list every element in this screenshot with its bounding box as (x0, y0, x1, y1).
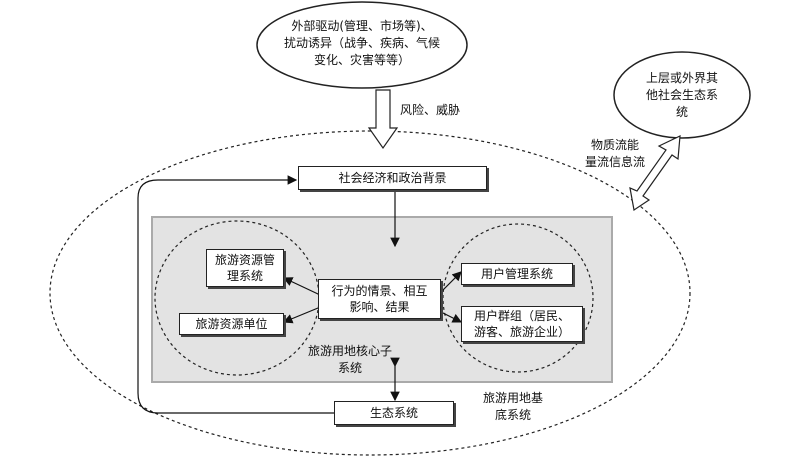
core-subsystem-line1: 旅游用地核心子 (307, 344, 392, 358)
tourism-mgmt-box: 旅游资源管 理系统 (206, 249, 284, 287)
flow-label-line2: 量流信息流 (584, 155, 645, 169)
feedback-loop (137, 175, 334, 414)
base-subsystem-line2: 底系统 (494, 408, 531, 422)
behavior-box: 行为的情景、相互 影响、结果 (318, 279, 441, 319)
ecosystem-label: 生态系统 (369, 406, 418, 420)
upper-system-line1: 上层或外界其 (645, 71, 718, 85)
tourism-unit-label: 旅游资源单位 (195, 317, 268, 331)
external-drivers-line1: 外部驱动(管理、市场等)、 (291, 19, 433, 33)
user-mgmt-box: 用户管理系统 (461, 263, 573, 285)
base-subsystem-label: 旅游用地基 底系统 (470, 390, 556, 424)
risk-label: 风险、威胁 (400, 103, 461, 117)
user-groups-line1: 用户群组（居民、 (473, 309, 570, 323)
risk-arrow (367, 89, 399, 150)
behavior-usermgmt-arrow (431, 271, 462, 302)
behavior-usergroups-arrow (431, 303, 463, 323)
upper-system-text: 上层或外界其 他社会生态系 统 (620, 70, 744, 121)
flow-double-arrow (629, 135, 681, 212)
user-mgmt-label: 用户管理系统 (480, 267, 553, 281)
user-groups-box: 用户群组（居民、 游客、旅游企业） (461, 306, 583, 342)
user-circle (442, 223, 594, 373)
behavior-line1: 行为的情景、相互 (331, 284, 428, 298)
socio-background-label: 社会经济和政治背景 (338, 171, 447, 185)
base-system-ellipse (49, 130, 691, 456)
behavior-unit-arrow (282, 300, 328, 324)
base-subsystem-line1: 旅游用地基 (482, 391, 543, 405)
flow-label-line1: 物质流能 (590, 138, 639, 152)
core-subsystem-line2: 系统 (337, 361, 362, 375)
external-drivers-ellipse (256, 1, 468, 89)
socio-background-box: 社会经济和政治背景 (298, 166, 487, 190)
external-drivers-line3: 变化、灾害等等） (313, 53, 410, 67)
upper-system-line3: 统 (675, 105, 688, 119)
upper-system-ellipse (613, 51, 751, 139)
external-drivers-text: 外部驱动(管理、市场等)、 扰动诱异（战争、疾病、气候 变化、灾害等等） (257, 18, 467, 69)
user-groups-line2: 游客、旅游企业） (473, 325, 570, 339)
behavior-mgmt-arrow (282, 277, 328, 302)
core-subsystem-label: 旅游用地核心子 系统 (300, 343, 400, 377)
ecosystem-box: 生态系统 (334, 401, 454, 425)
tourism-unit-box: 旅游资源单位 (179, 313, 284, 335)
behavior-line2: 影响、结果 (349, 300, 410, 314)
upper-system-line2: 他社会生态系 (645, 88, 718, 102)
tourism-mgmt-line2: 理系统 (226, 269, 263, 283)
flow-label: 物质流能 量流信息流 (575, 137, 655, 171)
external-drivers-line2: 扰动诱异（战争、疾病、气候 (283, 36, 440, 50)
tourism-mgmt-line1: 旅游资源管 (214, 253, 275, 267)
